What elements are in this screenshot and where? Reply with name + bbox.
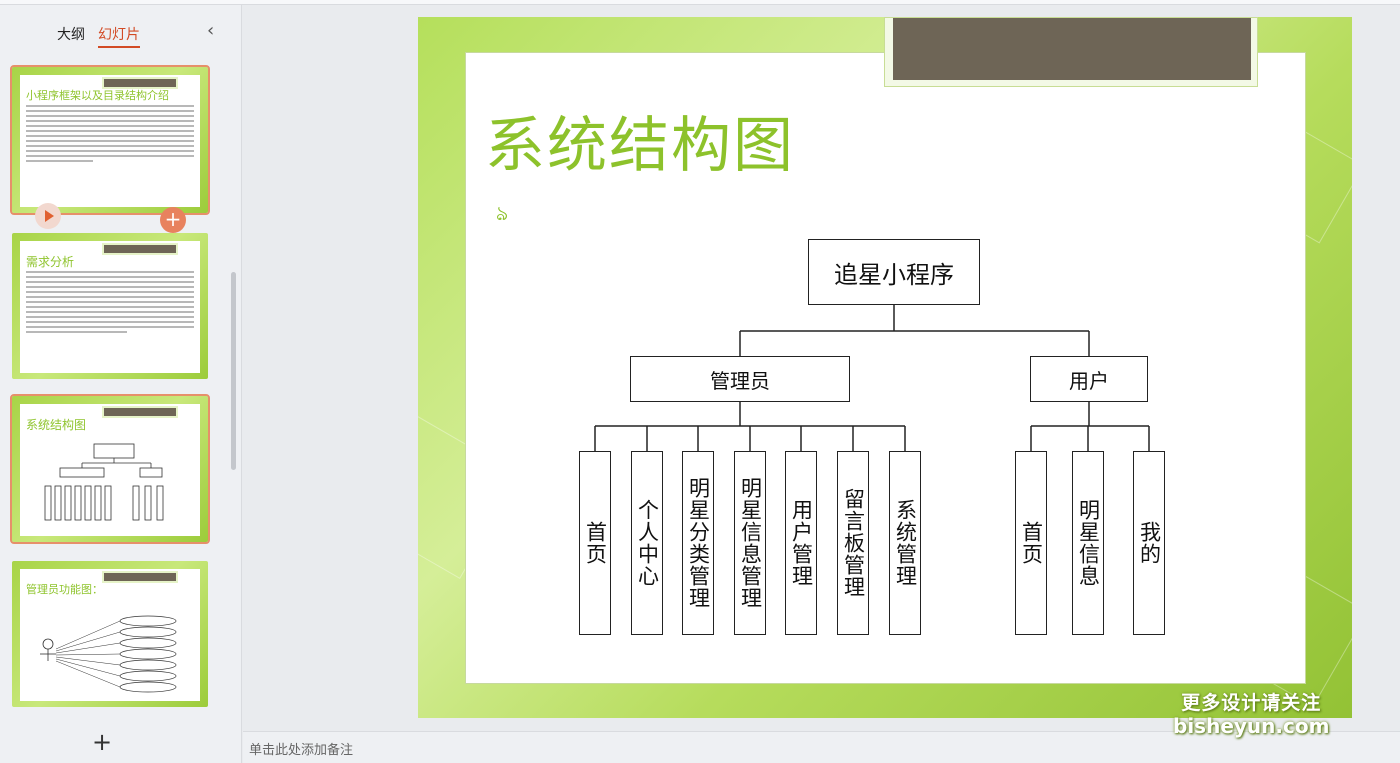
thumbnail-title: 系统结构图 xyxy=(26,418,87,432)
thumbnail-usecase-diagram xyxy=(40,615,177,693)
watermark-line-1: 更多设计请关注 xyxy=(1181,692,1322,714)
slide-panel: 大纲 幻灯片 ‹ 小程序框架以及目录结构介绍 + 需求分析 系统结构图 xyxy=(0,5,242,763)
thumbnail-header-bar xyxy=(102,77,178,89)
org-leaf-user-mine[interactable]: 我的 xyxy=(1133,451,1165,635)
thumbnail-text-lines xyxy=(26,271,194,336)
watermark-line-2: bisheyun.com xyxy=(1173,714,1330,738)
org-leaf-user-home[interactable]: 首页 xyxy=(1015,451,1047,635)
tab-outline[interactable]: 大纲 xyxy=(57,27,85,43)
thumbnail-canvas: 管理员功能图： xyxy=(20,569,200,701)
org-root-node[interactable]: 追星小程序 xyxy=(808,239,980,305)
watermark: 更多设计请关注 bisheyun.com xyxy=(1173,688,1329,738)
thumbnail-header-bar xyxy=(102,571,178,583)
thumbnail-canvas: 需求分析 xyxy=(20,241,200,373)
notes-area[interactable]: 单击此处添加备注 xyxy=(243,731,1400,763)
org-leaf-user-star-info[interactable]: 明星信息 xyxy=(1072,451,1104,635)
slide-thumbnail-4[interactable]: 管理员功能图： xyxy=(12,561,208,707)
org-leaf-admin-home[interactable]: 首页 xyxy=(579,451,611,635)
thumbnail-header-bar xyxy=(102,243,178,255)
slide-thumbnail-1[interactable]: 小程序框架以及目录结构介绍 xyxy=(10,65,210,215)
thumbnail-title: 需求分析 xyxy=(26,255,75,269)
org-chart-connectors xyxy=(594,305,1150,451)
org-leaf-admin-star-info[interactable]: 明星信息管理 xyxy=(734,451,766,635)
thumbnail-canvas: 小程序框架以及目录结构介绍 xyxy=(20,75,200,207)
org-branch-admin[interactable]: 管理员 xyxy=(630,356,850,402)
slide-thumbnail-3[interactable]: 系统结构图 xyxy=(10,394,210,544)
notes-placeholder: 单击此处添加备注 xyxy=(249,743,354,758)
org-leaf-admin-system[interactable]: 系统管理 xyxy=(889,451,921,635)
thumbnail-text-lines xyxy=(26,105,194,165)
thumbnail-title: 管理员功能图： xyxy=(26,583,103,596)
panel-scrollbar[interactable] xyxy=(231,272,236,470)
add-slide-button[interactable]: + xyxy=(92,728,113,756)
thumbnail-org-chart xyxy=(44,443,164,521)
panel-tabs: 大纲 幻灯片 ‹ xyxy=(0,17,242,53)
slide-header-bar xyxy=(893,18,1251,80)
slide-thumbnail-2[interactable]: 需求分析 xyxy=(12,233,208,379)
slide-header-frame xyxy=(884,17,1258,87)
thumbnail-canvas: 系统结构图 xyxy=(20,404,200,536)
ornament-icon: ঌ xyxy=(496,201,509,225)
current-slide[interactable]: 系统结构图 ঌ xyxy=(418,17,1352,718)
add-slide-icon[interactable]: + xyxy=(160,207,186,233)
chevron-left-icon[interactable]: ‹ xyxy=(207,20,215,41)
org-leaf-admin-profile[interactable]: 个人中心 xyxy=(631,451,663,635)
play-icon[interactable] xyxy=(35,203,61,229)
org-leaf-admin-users[interactable]: 用户管理 xyxy=(785,451,817,635)
thumbnail-header-bar xyxy=(102,406,178,418)
slide-editor: 系统结构图 ঌ xyxy=(243,5,1400,731)
org-branch-user[interactable]: 用户 xyxy=(1030,356,1148,402)
org-leaf-admin-star-category[interactable]: 明星分类管理 xyxy=(682,451,714,635)
org-leaf-admin-board[interactable]: 留言板管理 xyxy=(837,451,869,635)
thumbnail-title: 小程序框架以及目录结构介绍 xyxy=(26,89,169,102)
window-top-edge xyxy=(0,0,1400,5)
slide-title[interactable]: 系统结构图 xyxy=(485,111,795,181)
tab-slides[interactable]: 幻灯片 xyxy=(98,24,140,48)
